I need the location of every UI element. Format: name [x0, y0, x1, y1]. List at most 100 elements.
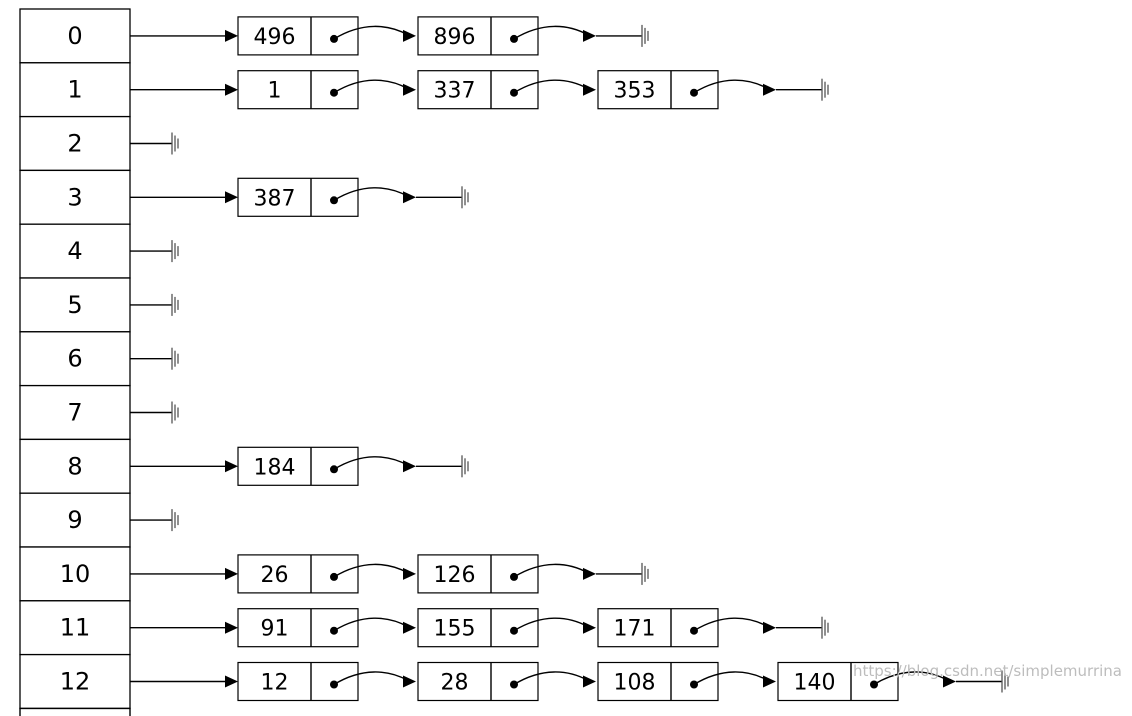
null-terminator-icon: [821, 78, 829, 101]
bucket-row: 8 184: [19, 438, 469, 494]
next-pointer-curve: [513, 79, 589, 94]
bucket-row: 2: [19, 115, 179, 172]
bucket-index: 11: [60, 614, 91, 642]
next-pointer-arrow-icon: [943, 675, 956, 688]
null-terminator-icon: [171, 401, 179, 424]
bucket-row: 10 26 126: [19, 546, 649, 602]
node-value: 184: [254, 455, 296, 480]
next-pointer-arrow-icon: [583, 567, 596, 580]
watermark: https://blog.csdn.net/simplemurrina: [853, 662, 1122, 680]
next-pointer-arrow-icon: [763, 621, 776, 634]
node-value: 337: [434, 79, 476, 104]
bucket-slot: [19, 546, 131, 602]
next-pointer-arrow-icon: [583, 675, 596, 688]
node-value: 155: [434, 617, 476, 642]
bucket-index: 1: [67, 76, 82, 104]
null-terminator-icon: [1001, 670, 1009, 693]
null-terminator-icon: [171, 240, 179, 263]
next-pointer-arrow-icon: [583, 83, 596, 96]
next-pointer-curve: [513, 617, 589, 632]
bucket-index: 7: [67, 399, 82, 427]
head-pointer-arrow-icon: [225, 191, 238, 204]
next-pointer-curve: [693, 671, 769, 686]
next-pointer-arrow-icon: [403, 567, 416, 580]
list-node: 12: [237, 661, 416, 702]
next-pointer-curve: [693, 79, 769, 94]
list-node: 387: [237, 177, 469, 217]
null-terminator-icon: [461, 455, 469, 478]
null-terminator-icon: [171, 132, 179, 155]
list-node: 26: [237, 554, 416, 594]
node-value: 26: [261, 563, 289, 588]
head-pointer-arrow-icon: [225, 29, 238, 42]
list-node: 353: [597, 70, 829, 110]
bucket-slot: [19, 438, 131, 494]
list-node: 155: [417, 608, 596, 648]
null-terminator-icon: [461, 186, 469, 209]
list-node: 140: [777, 661, 1009, 702]
bucket-slot: [19, 223, 131, 279]
bucket-index: 8: [67, 452, 82, 480]
head-pointer-arrow-icon: [225, 675, 238, 688]
bucket-index: 5: [67, 291, 82, 319]
null-terminator-icon: [171, 509, 179, 532]
bucket-index: 9: [67, 506, 82, 534]
head-pointer-arrow-icon: [225, 83, 238, 96]
node-value: 387: [254, 186, 296, 211]
head-pointer-arrow-icon: [225, 621, 238, 634]
next-pointer-curve: [333, 617, 409, 632]
list-node: 184: [237, 446, 469, 486]
next-pointer-curve: [333, 563, 409, 578]
null-terminator-icon: [171, 347, 179, 370]
bucket-index: 4: [67, 237, 82, 265]
node-value: 1: [268, 79, 282, 104]
list-node: 1: [237, 70, 416, 110]
bucket-row: 6: [19, 331, 179, 387]
bucket-row: 5: [19, 277, 179, 333]
node-value: 108: [614, 671, 656, 696]
node-value: 91: [261, 617, 289, 642]
bucket-index: 10: [60, 560, 91, 588]
next-pointer-arrow-icon: [403, 621, 416, 634]
list-node: 91: [237, 608, 416, 648]
list-node: 337: [417, 70, 596, 110]
bucket-index: 3: [67, 183, 82, 211]
next-pointer-curve: [333, 25, 409, 40]
list-node: 108: [597, 661, 776, 702]
node-value: 126: [434, 563, 476, 588]
next-pointer-arrow-icon: [763, 675, 776, 688]
next-pointer-arrow-icon: [583, 29, 596, 42]
next-pointer-curve: [513, 563, 589, 578]
next-pointer-arrow-icon: [763, 83, 776, 96]
next-pointer-arrow-icon: [403, 29, 416, 42]
next-pointer-arrow-icon: [403, 460, 416, 473]
null-terminator-icon: [641, 562, 649, 585]
bucket-slot: [19, 8, 131, 64]
list-node: 126: [417, 554, 649, 594]
next-pointer-curve: [333, 671, 409, 686]
list-node: 28: [417, 661, 596, 702]
bucket-index: 6: [67, 345, 82, 373]
bucket-row: 1 1 337 353: [19, 62, 829, 118]
bucket-index: 2: [67, 130, 82, 158]
node-value: 353: [614, 79, 656, 104]
next-pointer-curve: [513, 671, 589, 686]
bucket-slot: [19, 277, 131, 333]
bucket-row: 4: [19, 223, 179, 279]
null-terminator-icon: [171, 293, 179, 316]
list-node: 496: [237, 16, 416, 56]
node-value: 28: [441, 671, 469, 696]
next-pointer-arrow-icon: [403, 83, 416, 96]
null-terminator-icon: [641, 24, 649, 47]
next-pointer-curve: [333, 79, 409, 94]
null-terminator-icon: [821, 616, 829, 639]
next-pointer-curve: [873, 671, 949, 686]
bucket-slot: [19, 115, 131, 172]
next-pointer-curve: [333, 456, 409, 470]
node-value: 896: [434, 25, 476, 50]
head-pointer-arrow-icon: [225, 567, 238, 580]
